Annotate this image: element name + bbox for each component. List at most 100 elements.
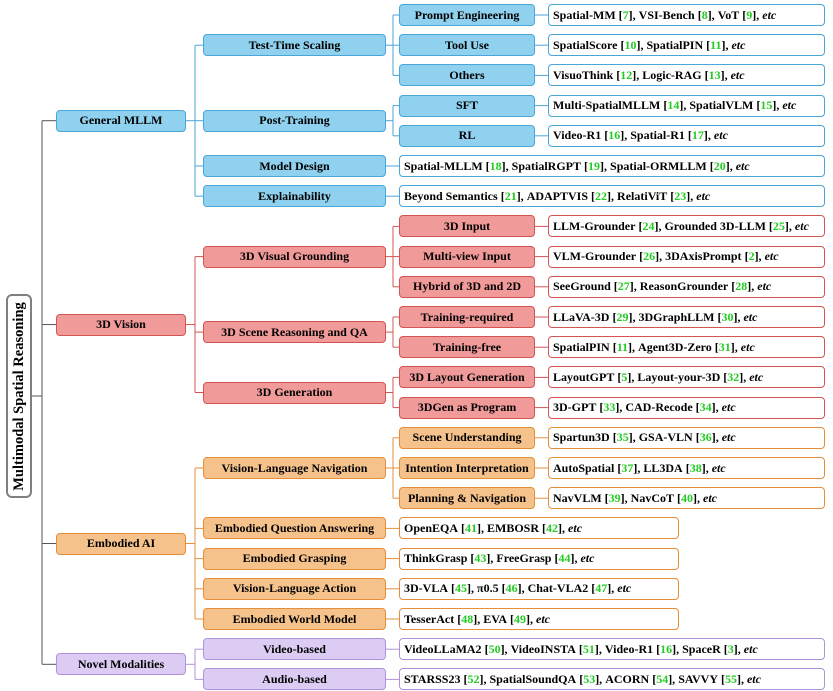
l2-node-nm-1: Audio-based xyxy=(203,668,386,691)
l2-node-eai-1-label: Embodied Question Answering xyxy=(214,520,375,535)
l2-node-mllm-1: Post-Training xyxy=(203,109,386,132)
citation-number: 11 xyxy=(616,339,629,354)
leaf-eai-2: ThinkGrasp [43], FreeGrasp [44], etc xyxy=(399,547,679,570)
l2-node-3dv-2-label: 3D Generation xyxy=(256,385,333,399)
l3-node-eai-0-2-label: Planning & Navigation xyxy=(407,490,527,505)
paper-name: Multi-SpatialMLLM xyxy=(553,98,661,113)
paper-name: 3DAxisPrompt xyxy=(665,249,742,264)
l2-node-3dv-1: 3D Scene Reasoning and QA xyxy=(203,321,386,344)
leaf-nm-1: STARSS23 [52], SpatialSoundQA [53], ACOR… xyxy=(399,668,825,691)
citation-number: 9 xyxy=(746,7,753,22)
etc-label: etc xyxy=(762,7,777,22)
citation-number: 42 xyxy=(546,520,559,535)
l3-node-3dv-2-0: 3D Layout Generation xyxy=(399,366,535,389)
etc-label: etc xyxy=(696,188,711,203)
l3-node-mllm-0-2-label: Others xyxy=(449,67,485,82)
leaf-mllm-1-0: Multi-SpatialMLLM [14], SpatialVLM [15],… xyxy=(548,94,825,117)
l3-node-eai-0-1-label: Intention Interpretation xyxy=(405,460,529,475)
l2-node-mllm-0: Test-Time Scaling xyxy=(203,34,386,57)
paper-name: LLaVA-3D xyxy=(553,309,610,324)
citation-number: 51 xyxy=(582,641,595,656)
paper-name: FreeGrasp xyxy=(496,551,552,566)
paper-name: Beyond Semantics xyxy=(404,188,498,203)
leaf-3dv-1-1: SpatialPIN [11], Agent3D-Zero [31], etc xyxy=(548,336,825,359)
citation-number: 33 xyxy=(603,400,616,415)
etc-label: etc xyxy=(617,581,632,596)
etc-label: etc xyxy=(731,37,746,52)
paper-name: Agent3D-Zero xyxy=(638,339,712,354)
paper-name: EMBOSR xyxy=(487,520,540,535)
citation-number: 14 xyxy=(667,98,680,113)
leaf-3dv-2-0: LayoutGPT [5], Layout-your-3D [32], etc xyxy=(548,366,825,389)
citation-number: 28 xyxy=(735,279,748,294)
paper-name: SeeGround xyxy=(553,279,611,294)
l2-node-mllm-2-label: Model Design xyxy=(259,158,330,173)
l2-node-nm-0: Video-based xyxy=(203,638,386,661)
paper-name: VideoLLaMA2 xyxy=(404,641,482,656)
l3-node-mllm-1-0-label: SFT xyxy=(455,98,478,113)
l3-node-mllm-1-0: SFT xyxy=(399,94,535,117)
etc-label: etc xyxy=(580,551,595,566)
l3-node-eai-0-0-label: Scene Understanding xyxy=(412,430,522,445)
category-node-mllm-label: General MLLM xyxy=(79,113,163,128)
category-node-nm: Novel Modalities xyxy=(56,653,186,676)
paper-name: SAVVY xyxy=(678,671,718,686)
citation-number: 37 xyxy=(621,460,634,475)
citation-number: 13 xyxy=(708,67,721,82)
l2-node-eai-0: Vision-Language Navigation xyxy=(203,457,386,479)
paper-name: VSI-Bench xyxy=(638,7,695,22)
citation-number: 5 xyxy=(621,369,628,384)
etc-label: etc xyxy=(743,309,758,324)
leaf-eai-0-1: AutoSpatial [37], LL3DA [38], etc xyxy=(548,457,825,479)
category-node-3dv-label: 3D Vision xyxy=(96,317,146,332)
l2-node-nm-0-label: Video-based xyxy=(263,641,326,656)
paper-name: STARSS23 xyxy=(404,671,461,686)
paper-name: Layout-your-3D xyxy=(637,369,721,384)
l2-node-eai-3-label: Vision-Language Action xyxy=(232,581,357,596)
l3-node-mllm-0-0: Prompt Engineering xyxy=(399,4,535,26)
l3-node-mllm-1-1-label: RL xyxy=(458,128,476,143)
paper-name: Spartun3D xyxy=(553,430,610,445)
l3-node-mllm-0-0-label: Prompt Engineering xyxy=(414,7,520,22)
l3-node-3dv-2-1: 3DGen as Program xyxy=(399,396,535,419)
l2-node-eai-2: Embodied Grasping xyxy=(203,547,386,570)
citation-number: 44 xyxy=(558,551,571,566)
l2-node-mllm-3-label: Explainability xyxy=(258,188,331,203)
l3-node-3dv-1-1: Training-free xyxy=(399,336,535,359)
etc-label: etc xyxy=(730,67,745,82)
citation-number: 26 xyxy=(643,249,656,264)
citation-number: 31 xyxy=(718,339,731,354)
l3-node-3dv-0-0: 3D Input xyxy=(399,215,535,238)
l3-node-3dv-0-0-label: 3D Input xyxy=(443,218,491,233)
leaf-3dv-0-1: VLM-Grounder [26], 3DAxisPrompt [2], etc xyxy=(548,245,825,268)
paper-name: NavVLM xyxy=(553,490,602,505)
paper-name: RelatiViT xyxy=(617,188,668,203)
paper-name: ReasonGrounder xyxy=(639,279,729,294)
etc-label: etc xyxy=(743,641,758,656)
etc-label: etc xyxy=(536,611,551,626)
paper-name: TesserAct xyxy=(404,611,455,626)
l3-node-mllm-0-1-label: Tool Use xyxy=(445,37,489,52)
paper-name: Chat-VLA2 xyxy=(527,581,589,596)
citation-number: 7 xyxy=(622,7,629,22)
category-node-eai: Embodied AI xyxy=(56,532,186,555)
root-node: Multimodal Spatial Reasoning xyxy=(6,294,32,498)
leaf-eai-3: 3D-VLA [45], π0.5 [46], Chat-VLA2 [47], … xyxy=(399,577,679,600)
l2-node-eai-0-label: Vision-Language Navigation xyxy=(221,460,368,475)
paper-name: SpatialScore xyxy=(553,37,618,52)
paper-name: NavCoT xyxy=(630,490,675,505)
citation-number: 3 xyxy=(727,641,734,656)
paper-name: Spatial-ORMLLM xyxy=(610,158,707,173)
citation-number: 48 xyxy=(461,611,474,626)
l2-node-3dv-2: 3D Generation xyxy=(203,381,386,404)
category-node-nm-label: Novel Modalities xyxy=(77,656,165,671)
citation-number: 18 xyxy=(489,158,502,173)
paper-name: SpatialPIN xyxy=(553,339,610,354)
leaf-eai-0-0: Spartun3D [35], GSA-VLN [36], etc xyxy=(548,426,825,449)
paper-name: 3D-GPT xyxy=(553,400,597,415)
citation-number: 40 xyxy=(681,490,694,505)
citation-number: 30 xyxy=(721,309,734,324)
l2-node-nm-1-label: Audio-based xyxy=(262,671,327,686)
etc-label: etc xyxy=(794,218,809,233)
